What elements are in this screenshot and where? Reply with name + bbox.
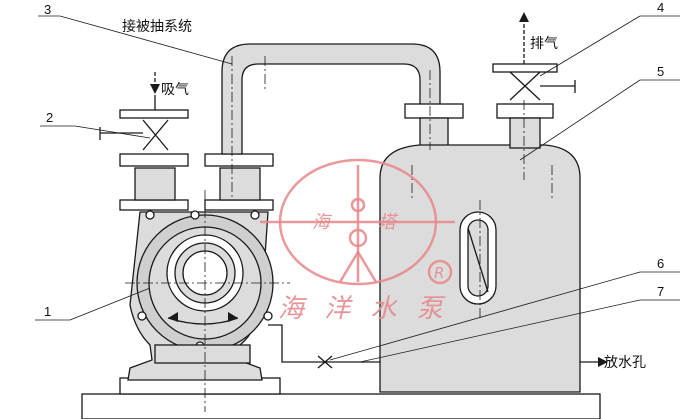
watermark-bottom-text: 海 洋 水 泵 [278, 294, 449, 324]
callout-4: 4 [657, 0, 664, 15]
drain-line [268, 324, 608, 369]
callout-5: 5 [657, 64, 664, 79]
callout-2: 2 [46, 110, 53, 125]
watermark-right-char: 塔 [378, 212, 399, 233]
watermark-registered: R [434, 264, 444, 282]
base-plate [81, 393, 601, 419]
label-drain-hole: 放水孔 [604, 354, 646, 370]
label-suction: 吸气 [161, 81, 189, 97]
callouts: 1 2 3 4 5 6 7 [35, 0, 680, 363]
suction-branch [99, 72, 189, 211]
label-connect-system: 接被抽系统 [122, 18, 192, 34]
vacuum-pump [127, 210, 274, 381]
watermark-left-char: 海 [312, 212, 333, 233]
callout-1: 1 [44, 304, 51, 319]
callout-6: 6 [657, 256, 664, 271]
label-exhaust: 排气 [530, 35, 558, 51]
connecting-pipe [204, 43, 464, 211]
watermark-logo: 海 塔 海 洋 水 泵 R [260, 158, 455, 324]
callout-7: 7 [657, 284, 664, 299]
callout-3: 3 [44, 2, 51, 17]
